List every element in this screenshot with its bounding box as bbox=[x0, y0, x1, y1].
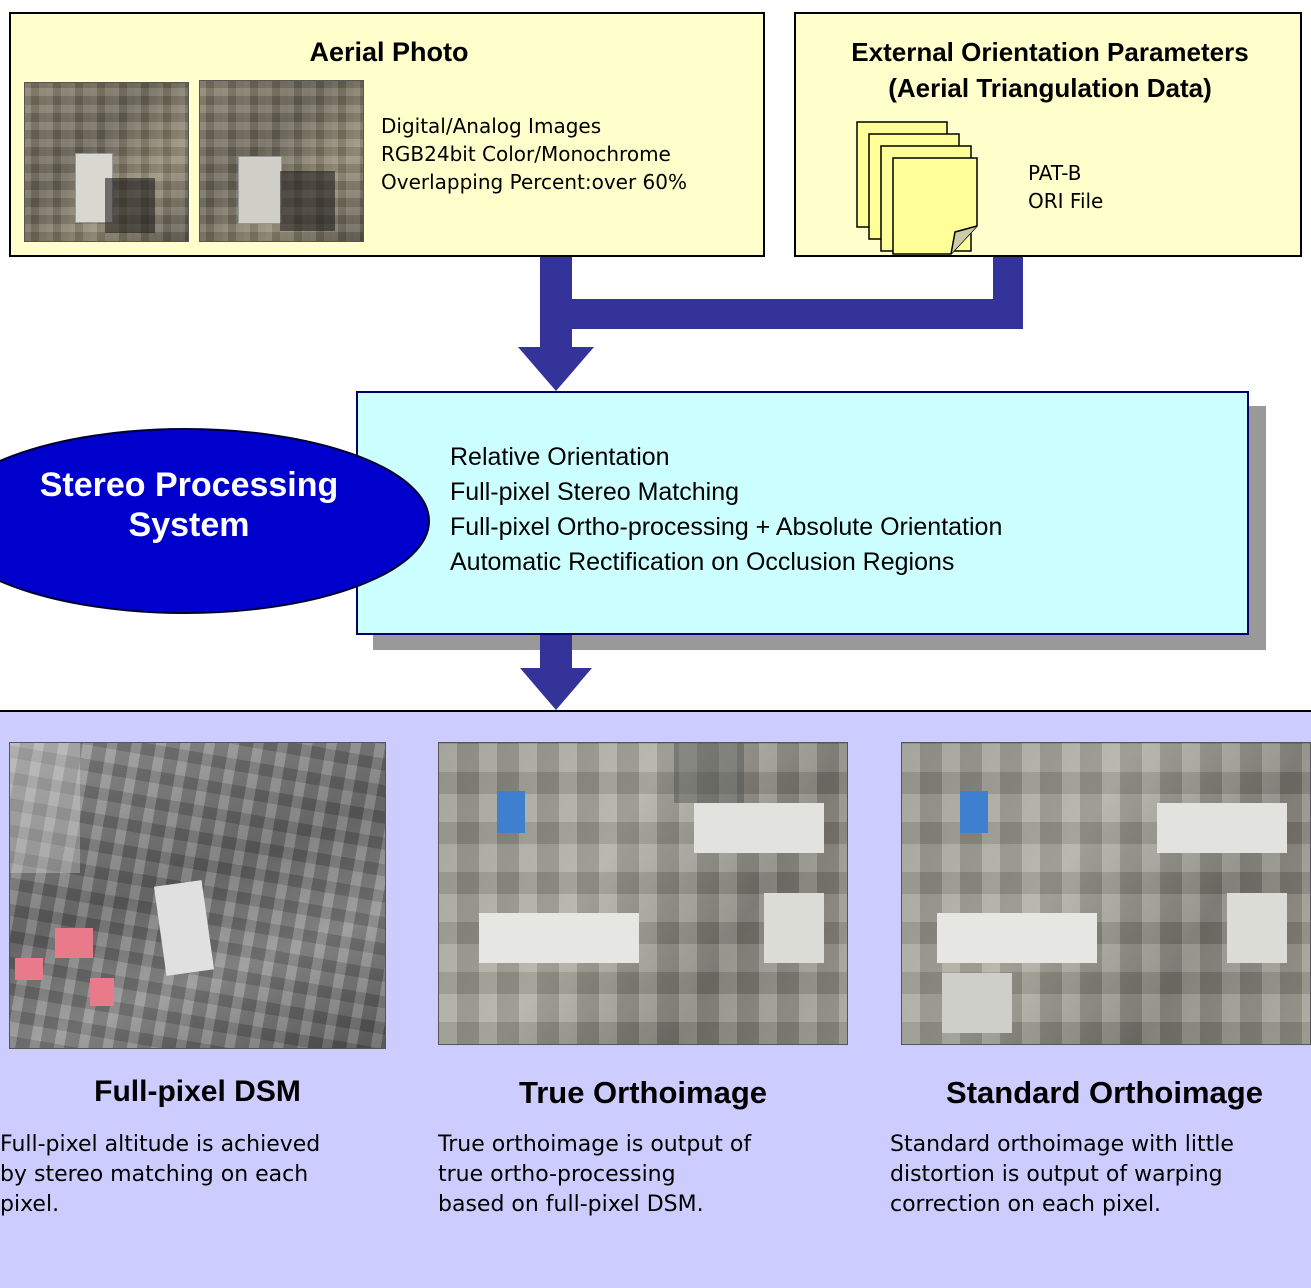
dsm-image bbox=[9, 742, 386, 1049]
output-desc-line: based on full-pixel DSM. bbox=[438, 1192, 704, 1217]
aerial-photo-specs: Digital/Analog Images RGB24bit Color/Mon… bbox=[381, 112, 687, 196]
external-orientation-title: External Orientation Parameters (Aerial … bbox=[796, 34, 1304, 106]
process-step: Relative Orientation bbox=[450, 443, 670, 471]
output-desc-line: True orthoimage is output of bbox=[438, 1132, 752, 1157]
output-desc-line: Standard orthoimage with little bbox=[890, 1132, 1234, 1157]
true-ortho-image bbox=[438, 742, 848, 1045]
process-steps: Relative Orientation Full-pixel Stereo M… bbox=[450, 440, 1002, 580]
process-step: Full-pixel Ortho-processing + Absolute O… bbox=[450, 513, 1003, 541]
document-stack-icon bbox=[856, 121, 978, 255]
aerial-photo-box: Aerial Photo Digital/Analog Images RGB24… bbox=[9, 12, 765, 257]
external-file-item: ORI File bbox=[1028, 189, 1104, 213]
output-desc-line: pixel. bbox=[0, 1192, 60, 1217]
process-step: Full-pixel Stereo Matching bbox=[450, 478, 740, 506]
system-label: Stereo Processing System bbox=[0, 465, 378, 545]
arrow-head-down-icon bbox=[518, 347, 594, 391]
arrow-head-down-icon bbox=[520, 668, 592, 710]
external-orientation-box: External Orientation Parameters (Aerial … bbox=[794, 12, 1302, 257]
connector-horizontal bbox=[540, 299, 1023, 329]
aerial-spec-line: Overlapping Percent:over 60% bbox=[381, 170, 687, 194]
stereo-process-box: Relative Orientation Full-pixel Stereo M… bbox=[356, 391, 1249, 635]
system-label-line2: System bbox=[128, 506, 250, 544]
output-desc-line: distortion is output of warping bbox=[890, 1162, 1223, 1187]
aerial-spec-line: RGB24bit Color/Monochrome bbox=[381, 142, 671, 166]
aerial-photo-title: Aerial Photo bbox=[309, 37, 469, 67]
output-title-dsm: Full-pixel DSM bbox=[94, 1075, 301, 1108]
output-desc-line: Full-pixel altitude is achieved bbox=[0, 1132, 321, 1157]
aerial-spec-line: Digital/Analog Images bbox=[381, 114, 602, 138]
system-ellipse bbox=[0, 428, 430, 614]
external-title-line1: External Orientation Parameters bbox=[851, 37, 1249, 67]
external-title-line2: (Aerial Triangulation Data) bbox=[888, 73, 1212, 103]
standard-ortho-image bbox=[901, 742, 1311, 1045]
aerial-image-right bbox=[199, 80, 364, 242]
process-step: Automatic Rectification on Occlusion Reg… bbox=[450, 548, 955, 576]
output-desc-line: correction on each pixel. bbox=[890, 1192, 1162, 1217]
output-desc-standard-ortho: Standard orthoimage with little distorti… bbox=[890, 1130, 1311, 1220]
output-desc-dsm: Full-pixel altitude is achieved by stere… bbox=[0, 1130, 400, 1220]
external-file-list: PAT-B ORI File bbox=[1028, 159, 1103, 215]
output-desc-line: by stereo matching on each bbox=[0, 1162, 309, 1187]
connector-down-output bbox=[540, 635, 572, 671]
external-file-item: PAT-B bbox=[1028, 161, 1082, 185]
system-label-line1: Stereo Processing bbox=[39, 466, 339, 504]
output-title-true-ortho: True Orthoimage bbox=[518, 1075, 768, 1110]
output-desc-true-ortho: True orthoimage is output of true ortho-… bbox=[438, 1130, 858, 1220]
output-title-standard-ortho: Standard Orthoimage bbox=[946, 1075, 1263, 1110]
output-panel: Full-pixel DSM Full-pixel altitude is ac… bbox=[0, 710, 1311, 1288]
output-desc-line: true ortho-processing bbox=[438, 1162, 676, 1187]
aerial-image-left bbox=[24, 82, 189, 242]
